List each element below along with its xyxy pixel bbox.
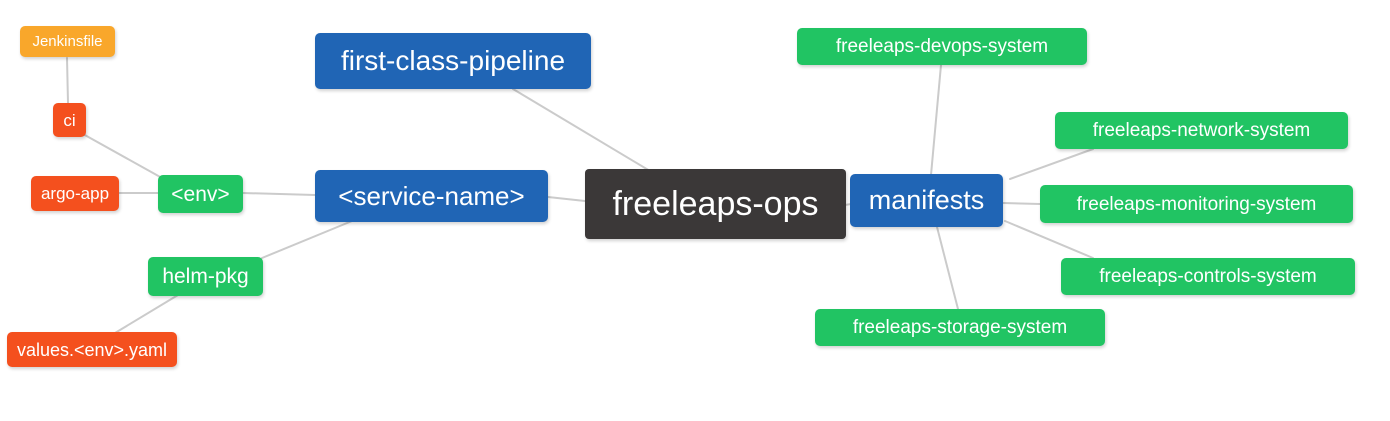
edge-env-servicename — [242, 192, 316, 196]
edge-servicename-root — [547, 196, 586, 202]
edge-manifests-controls — [1004, 220, 1094, 259]
edge-manifests-monitoring — [1002, 202, 1041, 205]
edge-jenkinsfile-ci — [66, 57, 69, 104]
node-freeleaps-controls-system[interactable]: freeleaps-controls-system — [1061, 258, 1355, 295]
node-freeleaps-monitoring-system[interactable]: freeleaps-monitoring-system — [1040, 185, 1353, 223]
edge-ci-env — [82, 133, 163, 179]
node-manifests[interactable]: manifests — [850, 174, 1003, 227]
node-ci[interactable]: ci — [53, 103, 86, 137]
node-service-name[interactable]: <service-name> — [315, 170, 548, 222]
edge-manifests-devops — [930, 64, 942, 176]
node-first-class-pipeline[interactable]: first-class-pipeline — [315, 33, 591, 89]
edge-helmpkg-values — [114, 294, 179, 334]
edge-manifests-storage — [936, 226, 959, 310]
node-values-env-yaml[interactable]: values.<env>.yaml — [7, 332, 177, 367]
edge-servicename-helmpkg — [261, 220, 353, 259]
edge-fcp-root — [512, 88, 651, 172]
node-freeleaps-devops-system[interactable]: freeleaps-devops-system — [797, 28, 1087, 65]
node-jenkinsfile[interactable]: Jenkinsfile — [20, 26, 115, 57]
node-helm-pkg[interactable]: helm-pkg — [148, 257, 263, 296]
node-freeleaps-ops-root[interactable]: freeleaps-ops — [585, 169, 846, 239]
node-argo-app[interactable]: argo-app — [31, 176, 119, 211]
node-env[interactable]: <env> — [158, 175, 243, 213]
edge-manifests-network — [1009, 148, 1094, 180]
node-freeleaps-network-system[interactable]: freeleaps-network-system — [1055, 112, 1348, 149]
node-freeleaps-storage-system[interactable]: freeleaps-storage-system — [815, 309, 1105, 346]
